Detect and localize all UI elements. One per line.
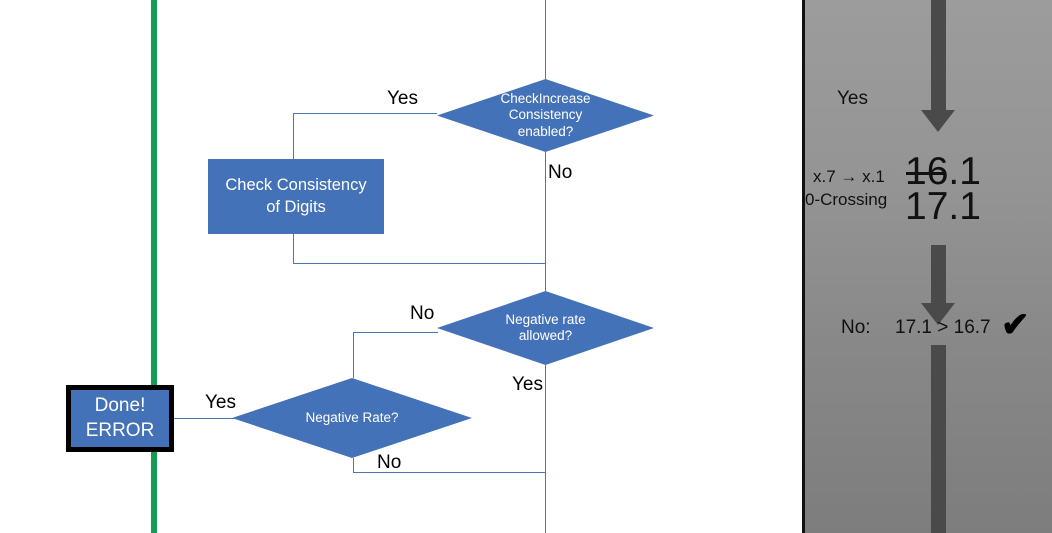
connector-spine-to-negative-rate-allowed xyxy=(545,263,546,291)
edge-label-negrate-no: No xyxy=(377,452,402,473)
connector-yes-down-to-box xyxy=(293,113,294,159)
process-check-consistency-of-digits-label: Check Consistency of Digits xyxy=(225,176,367,216)
connector-negrate-yes-to-done xyxy=(174,418,234,419)
panel-comparison-prefix: No: xyxy=(841,317,871,338)
edge-label-checkincrease-yes: Yes xyxy=(387,88,418,109)
panel-rule-label-line1: x.7 → x.1 xyxy=(813,167,885,186)
connector-box-to-spine xyxy=(293,263,546,264)
panel-yes-label: Yes xyxy=(837,88,868,109)
panel-rule-label-line2: 0-Crossing xyxy=(805,190,888,209)
connector-top-to-checkincrease xyxy=(545,0,546,80)
decision-check-increase-consistency[interactable]: CheckIncrease Consistency enabled? xyxy=(437,79,654,152)
terminator-done-label: Done! xyxy=(94,394,146,416)
down-arrow-shaft-top xyxy=(931,0,946,110)
annotation-panel: Yes x.7 → x.1 0-Crossing 16.1 17.1 No: 1… xyxy=(802,0,1052,533)
connector-negrateallowed-no-left xyxy=(353,332,438,333)
diamond-shape xyxy=(437,291,654,365)
connector-box-bottom-down xyxy=(293,234,294,263)
terminator-done-error[interactable]: Done! ERROR xyxy=(66,385,174,452)
connector-negrateallowed-no-down xyxy=(353,332,354,378)
decision-negative-rate[interactable]: Negative Rate? xyxy=(232,378,472,458)
decision-negative-rate-label: Negative Rate? xyxy=(305,409,399,425)
connector-negrateallowed-yes-down xyxy=(545,365,546,472)
edge-label-checkincrease-no: No xyxy=(548,162,573,183)
green-divider-line xyxy=(151,0,157,533)
terminator-error-label: ERROR xyxy=(85,419,155,441)
edge-label-negrate-yes: Yes xyxy=(205,392,236,413)
process-check-consistency-of-digits[interactable]: Check Consistency of Digits xyxy=(208,159,384,234)
panel-value-struck-wrapper: 16.1 xyxy=(905,152,981,191)
decision-check-increase-consistency-label: CheckIncrease Consistency enabled? xyxy=(500,90,591,139)
edge-label-negrateallowed-no: No xyxy=(410,303,435,324)
diamond-shape xyxy=(232,378,472,458)
panel-comparison-expression: 17.1 > 16.7 xyxy=(895,317,991,338)
decision-negative-rate-allowed[interactable]: Negative rate allowed? xyxy=(437,291,654,365)
edge-label-negrateallowed-yes: Yes xyxy=(512,374,543,395)
down-arrow-shaft-bottom xyxy=(931,245,946,303)
connector-checkincrease-yes-left xyxy=(293,113,437,114)
down-arrow-head-bottom xyxy=(921,303,955,325)
diamond-shape xyxy=(437,79,654,152)
connector-negrate-no-down xyxy=(353,458,354,472)
checkmark-icon: ✔ xyxy=(1001,306,1030,344)
down-arrow-head-top xyxy=(921,110,955,132)
panel-value-result: 17.1 xyxy=(905,185,981,228)
decision-negative-rate-allowed-label: Negative rate allowed? xyxy=(505,311,586,343)
down-arrow-shaft-continuation xyxy=(931,345,946,533)
connector-negrate-no-right xyxy=(353,472,546,473)
panel-value-struck: 16.1 xyxy=(905,150,981,193)
connector-checkincrease-no-down xyxy=(545,152,546,263)
connector-spine-bottom xyxy=(545,472,546,533)
